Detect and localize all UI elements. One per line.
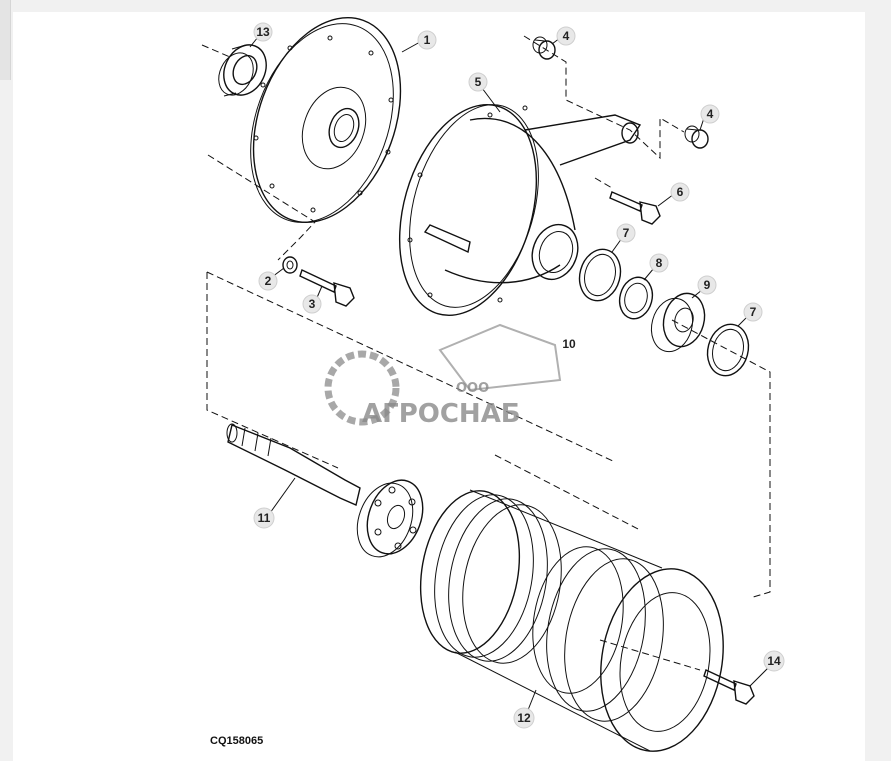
part-bearing-9 [650,292,706,353]
watermark-prefix: ООО [456,381,489,396]
callout-label: 4 [707,107,714,121]
part-housing-5 [398,103,642,317]
part-snap-ring-7b [706,323,750,377]
part-snap-ring-7a [578,248,622,302]
part-ring-8 [618,276,654,320]
callout-label: 3 [309,297,316,311]
part-bolt-6 [609,191,661,225]
left-panel-edge [0,0,11,80]
callout-7b: 7 [737,302,763,327]
callout-12: 12 [513,689,537,729]
callout-14: 14 [749,650,785,687]
callout-6: 6 [657,182,690,207]
callout-label: 13 [256,25,270,39]
watermark-name: АГРОСНАБ [362,399,521,429]
callout-label: 6 [677,185,684,199]
figure-code: CQ158065 [210,735,263,747]
callout-label: 12 [517,711,531,725]
callout-13: 13 [249,22,273,48]
callout-4b: 4 [699,104,720,131]
callout-label: 11 [258,511,271,525]
callout-label: 9 [704,278,711,292]
callout-4a: 4 [551,26,576,46]
part-shaft-11 [226,423,424,558]
part-washer-2 [282,256,298,274]
callout-label: 7 [750,305,757,319]
callout-label: 7 [623,226,630,240]
callout-label: 2 [265,274,272,288]
callout-2: 2 [258,267,285,291]
callout-label: 14 [767,654,781,668]
callout-label: 5 [475,75,482,89]
part-pulley-12 [419,489,724,752]
callout-3: 3 [302,285,323,314]
part-bushing-4a [532,36,556,60]
callout-label: 4 [563,29,570,43]
callout-10: 10 [562,337,576,351]
assembly-lines [201,35,771,671]
part-bushing-4b [684,125,709,149]
callout-11: 11 [253,477,296,529]
part-bolt-3 [299,269,355,307]
callout-1: 1 [401,30,437,53]
callout-label: 8 [656,256,663,270]
callout-9: 9 [691,275,717,299]
callout-5: 5 [468,72,501,113]
part-flex-plate-1 [250,17,402,223]
watermark-logo: ООО АГРОСНАБ [324,323,562,429]
part-bolt-14 [703,669,755,705]
callout-7a: 7 [611,223,636,253]
callout-label: 1 [424,33,431,47]
callout-label: 10 [562,337,576,351]
part-seal-13 [218,44,267,97]
callout-8: 8 [643,253,669,281]
